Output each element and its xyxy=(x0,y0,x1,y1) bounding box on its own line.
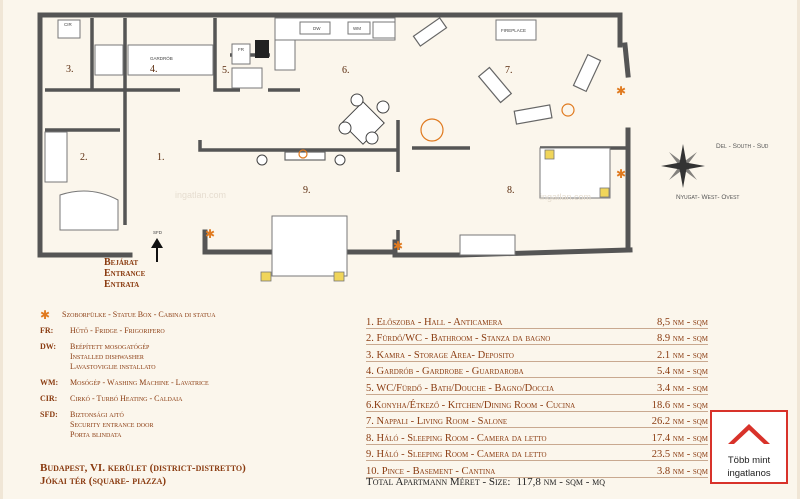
total-label: Total Apartmann Méret - Size: xyxy=(366,476,511,488)
dw-label: DW xyxy=(313,26,321,31)
room-row: 6.Konyha/Étkező - Kitchen/Dining Room - … xyxy=(366,395,708,412)
badge-line1: Több mint xyxy=(727,455,771,466)
fireplace-label: FIREPLACE xyxy=(501,28,527,33)
room-number-6: 6. xyxy=(342,65,350,76)
legend: ✱ Szoborfülke - Statue Box - Cabina di s… xyxy=(40,308,350,446)
legend-sfd: SFD: Biztonsági ajtó Security entrance d… xyxy=(40,410,154,439)
address-district: Budapest, VI. kerület (district-distrett… xyxy=(40,462,246,474)
watermark-2: ingatlan.com xyxy=(175,190,227,200)
house-roof-icon xyxy=(728,424,770,444)
fr-label: FR xyxy=(238,47,244,52)
room-number-9: 9. xyxy=(303,185,311,196)
legend-cir: CIR: Cirkó - Turbó Heating - Caldaia xyxy=(40,394,183,403)
svg-text:✱: ✱ xyxy=(393,239,403,253)
entrance-en: Entrance xyxy=(104,268,146,279)
room-row: 5. WC/Fürdő - Bath/Douche - Bagno/Doccia… xyxy=(366,378,708,395)
legend-wm: WM: Mosógép - Washing Machine - Lavatric… xyxy=(40,378,209,387)
svg-text:✱: ✱ xyxy=(205,227,215,241)
room-row: 2. Fürdő/WC - Bathroom - Stanza da bagno… xyxy=(366,329,708,346)
room-number-2: 2. xyxy=(80,152,88,163)
legend-dw: DW: Beépített mosogatógép Installed dish… xyxy=(40,342,156,371)
room-number-5: 5. xyxy=(222,65,230,76)
ingatlanos-badge[interactable]: Több mint ingatlanos xyxy=(710,410,788,484)
floor-plan-drawing: ✱ ✱ ✱ ✱ xyxy=(37,12,705,282)
wm-label: WM xyxy=(353,26,361,31)
room-number-3: 3. xyxy=(66,64,74,75)
svg-text:✱: ✱ xyxy=(616,167,626,181)
entrance-hu: Bejárat xyxy=(104,257,139,268)
total-size: Total Apartmann Méret - Size: 117,8 nm -… xyxy=(366,476,714,488)
statue-icon: ✱ xyxy=(40,308,51,322)
svg-text:✱: ✱ xyxy=(616,84,626,98)
compass-west-label: Nyugat- West- Ovest xyxy=(676,194,740,201)
left-edge xyxy=(0,0,3,499)
cir-label: CIR xyxy=(64,22,72,27)
entrance-it: Entrata xyxy=(104,279,140,290)
room-row: 9. Háló - Sleeping Room - Camera da lett… xyxy=(366,445,708,462)
room-number-1: 1. xyxy=(157,152,165,163)
address-square: Jókai tér (square- piazza) xyxy=(40,475,167,487)
sfd-label: SFD xyxy=(153,230,162,235)
legend-statue: ✱ Szoborfülke - Statue Box - Cabina di s… xyxy=(40,308,216,322)
legend-fr: FR: Hűtő - Fridge - Frigorifero xyxy=(40,326,165,335)
right-edge xyxy=(797,0,800,499)
badge-line2: ingatlanos xyxy=(727,468,771,479)
compass-south-label: Del - South - Sud xyxy=(716,143,769,150)
total-value: 117,8 nm - sqm - mq xyxy=(516,476,606,488)
wardrobe-label: GARDRÓB xyxy=(150,56,173,61)
room-row: 8. Háló - Sleeping Room - Camera da lett… xyxy=(366,428,708,445)
entrance-label: Bejárat Entrance Entrata xyxy=(104,257,145,290)
room-number-8: 8. xyxy=(507,185,515,196)
room-number-4: 4. xyxy=(150,64,158,75)
address: Budapest, VI. kerület (district-distrett… xyxy=(40,462,246,488)
watermark: ingatlan.com xyxy=(540,192,592,202)
room-number-7: 7. xyxy=(505,65,513,76)
